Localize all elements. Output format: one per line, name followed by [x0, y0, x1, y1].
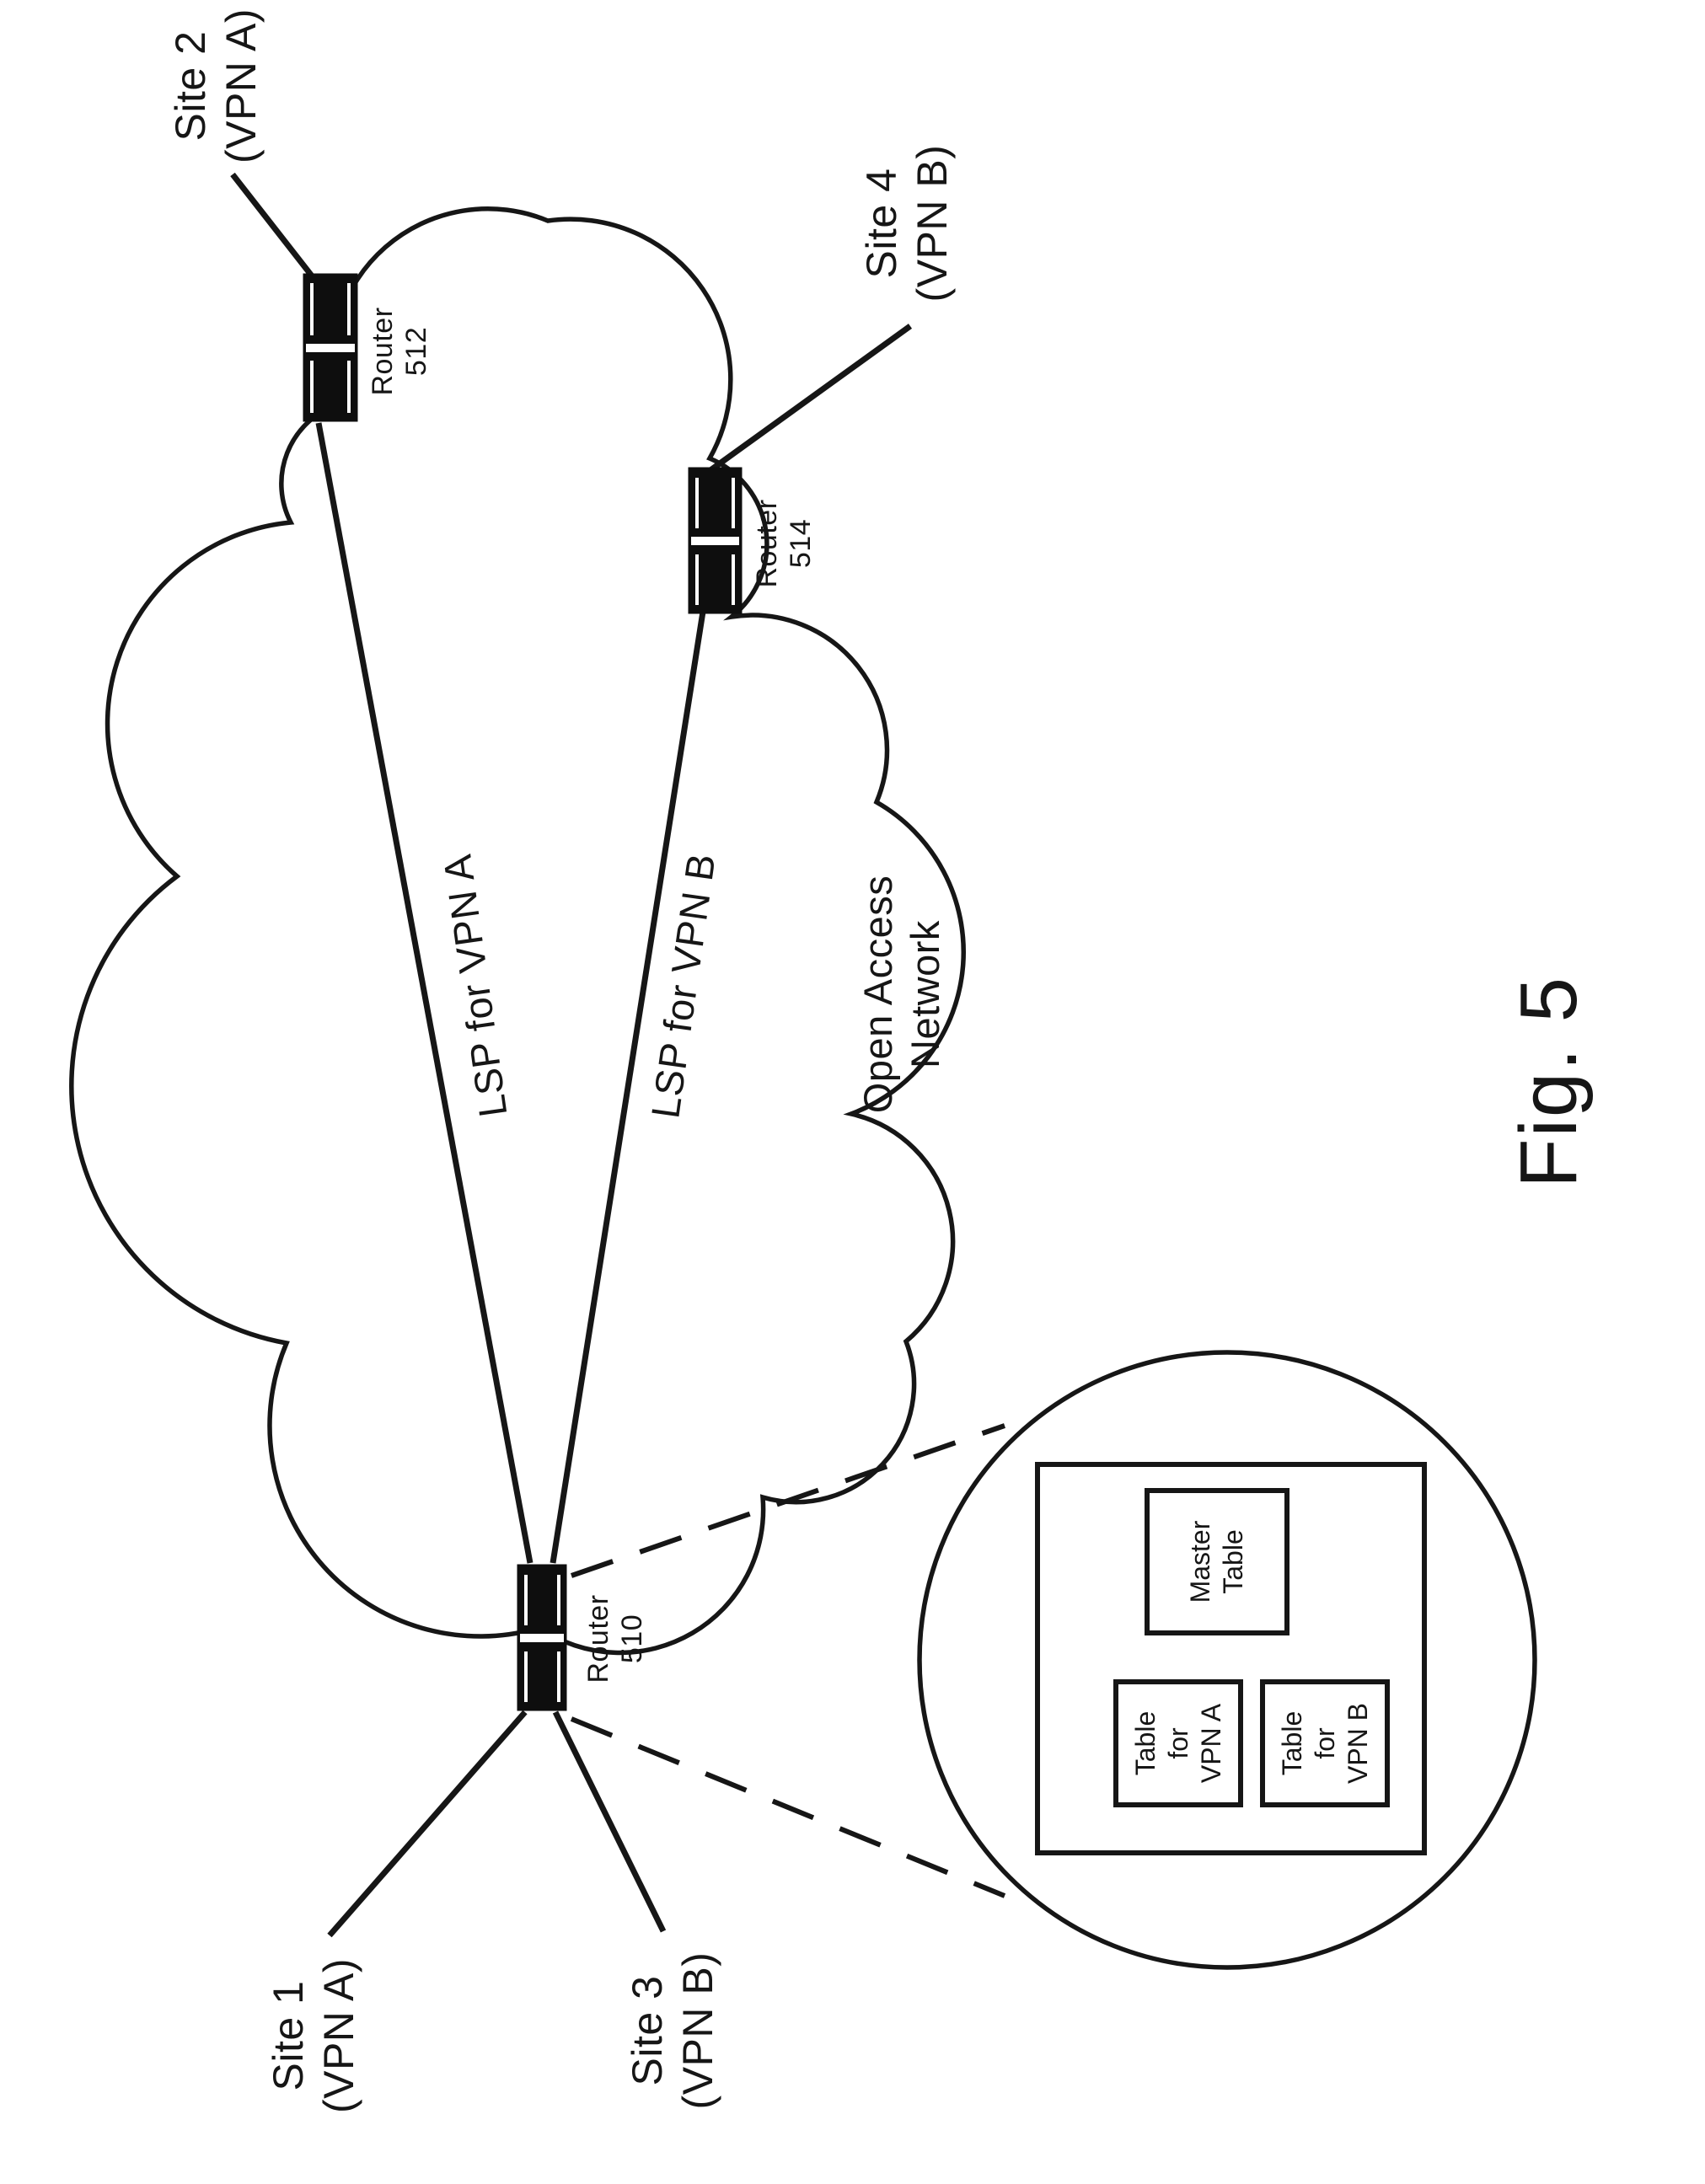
site3-router510-link [552, 1710, 667, 1933]
router512-icon [303, 273, 358, 422]
master-table-rect [1145, 1488, 1289, 1635]
cloud-outline [69, 206, 966, 1656]
site1-router510-link [327, 1710, 528, 1938]
router510-icon [517, 1564, 567, 1711]
callout-dashed-line-right [571, 1423, 1005, 1578]
router514-label: Router 514 [750, 463, 818, 624]
site2-vpn: (VPN A) [217, 8, 265, 164]
table-for-vpn-b-label: Table for VPN B [1276, 1702, 1373, 1785]
lsp-vpn-a-line [315, 422, 533, 1564]
callout-dashed-line-left [570, 1716, 1006, 1898]
router510-name: Router [582, 1594, 614, 1684]
router512-name: Router [367, 307, 399, 396]
site2-name: Site 2 [167, 30, 214, 142]
site4-router514-link [708, 324, 913, 473]
open-access-network-label: Open Access Network [855, 875, 947, 1114]
site1-label: Site 1 (VPN A) [263, 1909, 364, 2162]
router514-name: Router [751, 499, 783, 588]
table-vpn-a-rect [1113, 1679, 1243, 1807]
table-for-vpn-a-label: Table for VPN A [1129, 1703, 1226, 1784]
site4-vpn: (VPN B) [909, 144, 956, 302]
router510-label: Router 510 [582, 1559, 649, 1719]
site3-vpn: (VPN B) [674, 1951, 721, 2110]
router512-number: 512 [400, 326, 432, 377]
site4-label: Site 4 (VPN B) [856, 97, 957, 350]
router512-label: Router 512 [366, 271, 433, 431]
router510-number: 510 [616, 1614, 648, 1664]
lsp-vpn-b-line [550, 611, 706, 1564]
site4-name: Site 4 [858, 168, 905, 279]
site1-vpn: (VPN A) [315, 1957, 362, 2114]
master-table-label: Master Table [1185, 1520, 1248, 1603]
site1-name: Site 1 [265, 1980, 312, 2091]
site3-name: Site 3 [624, 1975, 671, 2086]
router514-icon [688, 467, 743, 614]
router514-number: 514 [785, 518, 817, 569]
figure-caption: Fig. 5 [1504, 975, 1594, 1189]
site3-label: Site 3 (VPN B) [622, 1904, 723, 2157]
site2-label: Site 2 (VPN A) [165, 0, 266, 212]
table-vpn-b-rect [1260, 1679, 1390, 1807]
site2-router512-link [230, 172, 316, 281]
